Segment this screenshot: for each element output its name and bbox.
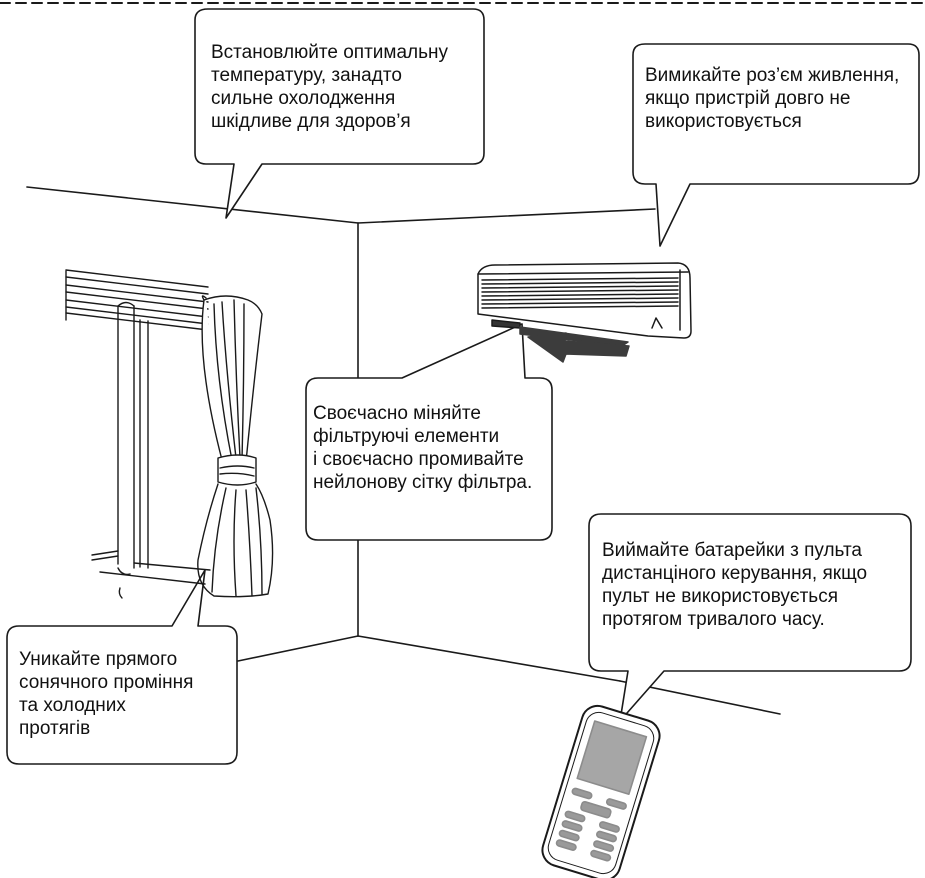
callout-sunlight-bubble	[6, 569, 238, 765]
curtain-icon	[197, 295, 274, 598]
callout-batteries-bubble	[588, 513, 912, 722]
callout-temperature-text: Встановлюйте оптимальну температуру, зан…	[211, 42, 449, 132]
callout-filters-bubble	[305, 323, 553, 541]
airflow-arrow	[527, 332, 630, 363]
callout-power-bubble	[632, 43, 920, 247]
callout-sunlight-text: Уникайте прямого сонячного проміння та х…	[19, 649, 194, 739]
callout-batteries-text: Виймайте батарейки з пульта дистанціного…	[602, 540, 868, 630]
remote-control-icon	[541, 704, 661, 878]
air-conditioner-icon	[477, 262, 692, 363]
callout-power-text: Вимикайте роз’єм живлення, якщо пристрій…	[645, 65, 900, 132]
callout-filters-text: Своєчасно міняйте фільтруючі елементи і …	[313, 403, 533, 493]
remote-screen	[576, 720, 648, 795]
window-icon	[65, 269, 211, 599]
callout-temperature-bubble	[194, 8, 485, 219]
